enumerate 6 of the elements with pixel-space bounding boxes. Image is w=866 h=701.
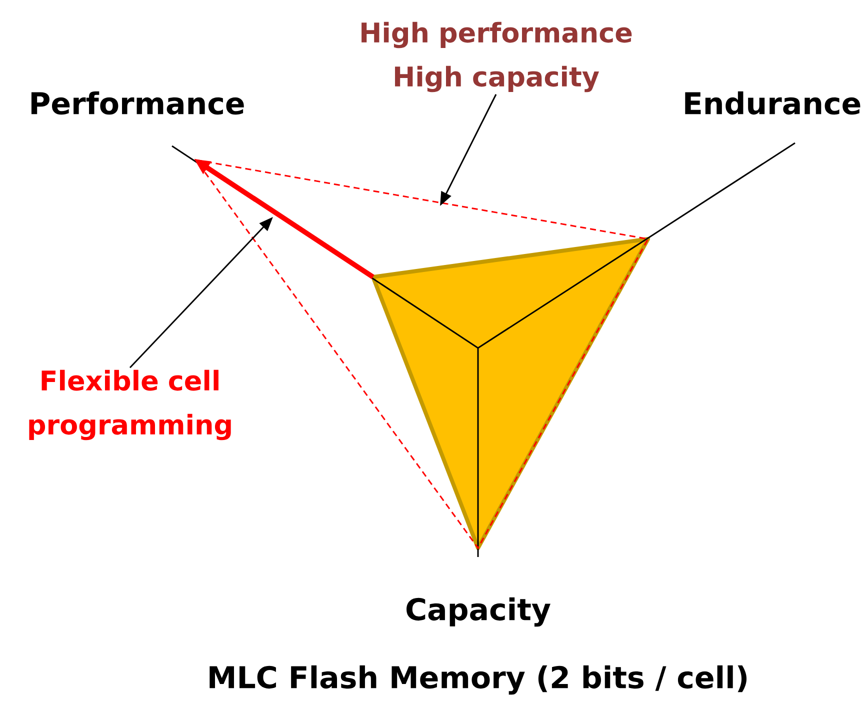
callout-text: High performance High capacity: [362, 22, 632, 92]
axis-label: Endurance: [685, 91, 860, 115]
caption: MLC Flash Memory (2 bits / cell): [210, 665, 747, 695]
callout-text: Flexible cell programming: [29, 370, 231, 440]
axis-label: Capacity: [406, 597, 550, 627]
axis-label: Performance: [31, 91, 244, 115]
